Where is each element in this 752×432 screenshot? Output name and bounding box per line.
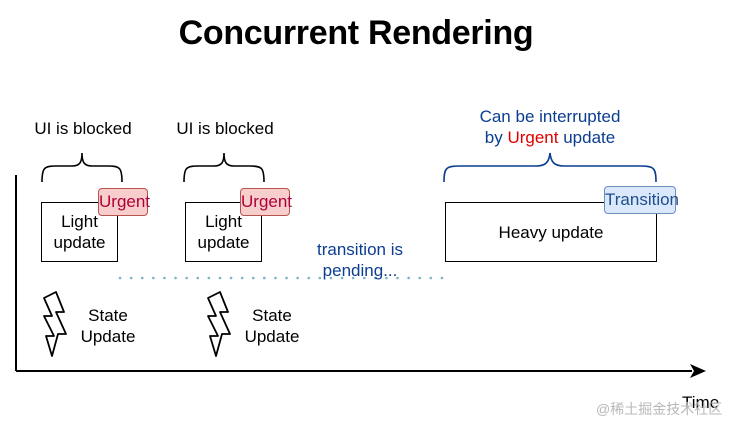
heavy-update-label: Heavy update	[498, 222, 604, 242]
transition-tag: Transition	[604, 186, 679, 214]
interruptible-label-line2: by Urgent update	[450, 127, 650, 148]
light-update-box-2: Light update	[185, 202, 262, 262]
interruptible-label-line1: Can be interrupted	[479, 107, 621, 126]
diagram-title: Concurrent Rendering	[178, 14, 534, 52]
ui-blocked-label-2: UI is blocked	[176, 119, 274, 138]
state-update-1-line2: Update	[80, 327, 136, 346]
time-axis-label: Time	[682, 393, 720, 412]
state-update-label-2: State Update	[236, 305, 308, 347]
urgent-highlight: Urgent	[507, 128, 559, 147]
lightning-icon-1	[43, 291, 67, 357]
brace-blocked-1	[41, 152, 123, 183]
brace-interruptible	[443, 152, 657, 183]
state-update-1-line1: State	[88, 306, 128, 325]
time-axis-arrowhead	[690, 364, 706, 378]
transition-pending-label: transition is pending...	[300, 239, 420, 281]
transition-pending-line2: pending...	[322, 261, 398, 280]
light-update-1-line1: Light	[61, 212, 98, 231]
state-update-2-line1: State	[252, 306, 292, 325]
light-update-2-line1: Light	[205, 212, 242, 231]
urgent-tag-1: Urgent	[98, 188, 150, 216]
state-update-label-1: State Update	[72, 305, 144, 347]
state-update-2-line2: Update	[244, 327, 300, 346]
light-update-2-line2: update	[197, 233, 250, 252]
brace-blocked-2	[183, 152, 265, 183]
urgent-tag-2: Urgent	[240, 188, 292, 216]
transition-pending-line1: transition is	[317, 240, 403, 259]
ui-blocked-label-1: UI is blocked	[34, 119, 132, 138]
interruptible-label: Can be interrupted by Urgent update	[450, 106, 650, 148]
lightning-icon-2	[207, 291, 231, 357]
watermark: @稀土掘金技术社区	[596, 401, 723, 417]
interruptible-label-prefix: by	[484, 128, 508, 147]
light-update-1-line2: update	[53, 233, 106, 252]
interruptible-label-suffix: update	[558, 128, 616, 147]
